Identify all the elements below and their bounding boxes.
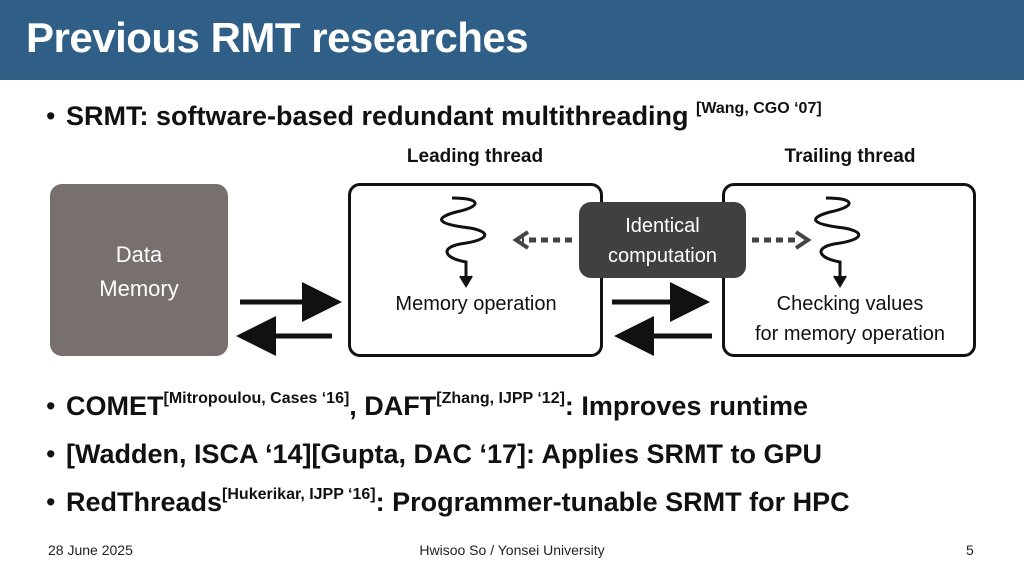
data-memory-box (50, 184, 228, 356)
footer-date: 28 June 2025 (48, 542, 133, 558)
leading-thread-label: Leading thread (406, 146, 544, 167)
footer-author: Hwisoo So / Yonsei University (419, 542, 605, 558)
leading-op-label: Memory operation (395, 293, 557, 315)
bullet-redthreads-text: RedThreads (66, 487, 223, 517)
bullet-dot: • (46, 439, 56, 469)
bullet-srmt-text: SRMT: software-based redundant multithre… (66, 101, 697, 131)
citation-zhang: [Zhang, IJPP ‘12] (436, 390, 565, 407)
citation-wang: [Wang, CGO ‘07] (696, 100, 822, 117)
bullet-redthreads: • RedThreads[Hukerikar, IJPP ‘16]: Progra… (46, 486, 850, 518)
trailing-thread-label: Trailing thread (784, 146, 916, 167)
bullet-dot: • (46, 391, 56, 421)
trailing-op-line2: for memory operation (754, 323, 946, 345)
data-memory-line1: Data (115, 242, 163, 267)
bullet-hpc-text: : Programmer-tunable SRMT for HPC (375, 487, 850, 517)
data-memory-line2: Memory (99, 276, 179, 301)
bullet-srmt: • SRMT: software-based redundant multithr… (46, 100, 822, 132)
slide-title: Previous RMT researches (26, 14, 529, 61)
identical-computation-box (579, 202, 746, 278)
leading-thread-box (348, 183, 603, 357)
bullet-comet-daft: • COMET[Mitropoulou, Cases ‘16], DAFT[Zha… (46, 390, 808, 422)
citation-hukerikar: [Hukerikar, IJPP ‘16] (222, 486, 376, 503)
trailing-thread-box (722, 183, 976, 357)
identical-computation-label: Identical computation (579, 211, 746, 271)
dotted-arrow-icon (752, 230, 812, 250)
trailing-op-line1: Checking values (776, 293, 924, 315)
squiggle-arrow-icon (440, 196, 486, 288)
data-memory-label: Data Memory (50, 238, 228, 306)
trailing-op-label: Checking values for memory operation (726, 289, 974, 349)
citation-mitropoulou: [Mitropoulou, Cases ‘16] (163, 390, 350, 407)
bullet-daft-text: , DAFT (349, 391, 437, 421)
page-number: 5 (966, 542, 974, 558)
bullet-comet-text: COMET (66, 391, 164, 421)
title-bar (0, 0, 1024, 80)
squiggle-arrow-icon (814, 196, 860, 288)
bullet-dot: • (46, 101, 56, 131)
identical-line2: computation (608, 245, 717, 267)
identical-line1: Identical (625, 215, 700, 237)
bullet-dot: • (46, 487, 56, 517)
bullet-gpu-text: [Wadden, ISCA ‘14][Gupta, DAC ‘17]: Appl… (66, 439, 823, 469)
bullet-runtime-text: : Improves runtime (564, 391, 808, 421)
bullet-gpu: • [Wadden, ISCA ‘14][Gupta, DAC ‘17]: App… (46, 439, 822, 470)
dotted-arrow-icon (512, 230, 572, 250)
